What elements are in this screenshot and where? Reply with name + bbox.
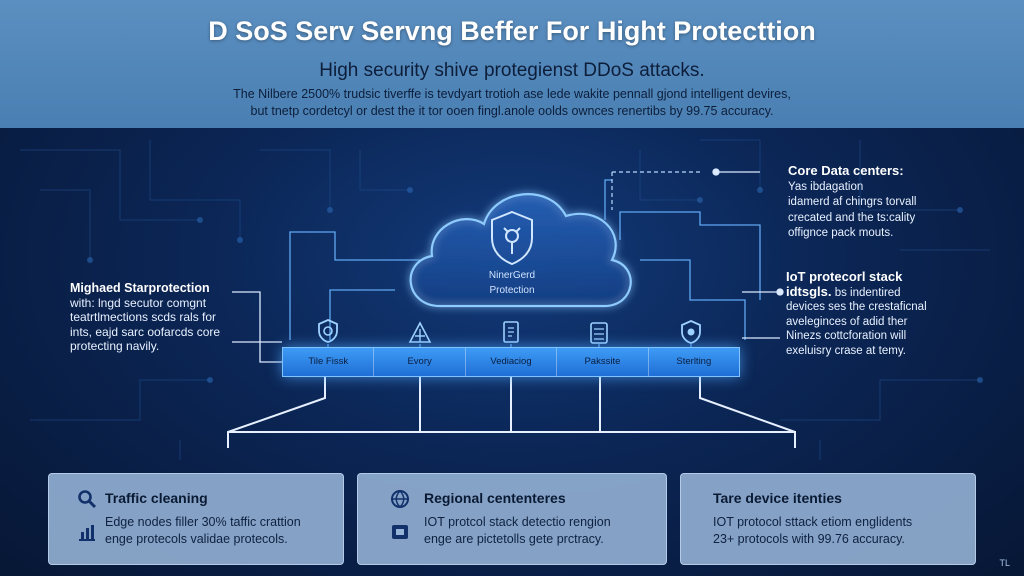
document-icon [503, 321, 519, 343]
cloud-label: NinerGerd Protection [447, 268, 577, 298]
right-bottom-callout-line: devices ses the crestaficnal [786, 301, 927, 313]
traffic-cleaning-card: Traffic cleaning Edge nodes filler 30% t… [48, 473, 344, 565]
page-description: The Nilbere 2500% trudsic tiverffe is te… [60, 86, 964, 120]
protection-layer-bar: Tile Fissk Evory Vediaciog Pakssite Ster… [282, 347, 740, 377]
left-callout-line: ints, eajd sarc oofarcds core [70, 324, 221, 339]
regional-centers-card: Regional cententeres IOT protcol stack d… [357, 473, 667, 565]
card-line: enge protecols validae protecols. [105, 532, 288, 546]
right-bottom-callout: IoT protecorl stack idtsgls. bs indentir… [786, 269, 996, 358]
right-bottom-callout-text: bs indentired [831, 286, 901, 299]
network-icon [408, 321, 432, 343]
cloud-label-line: Protection [489, 285, 535, 296]
left-callout-line: teatrtlmections scds rals for [70, 310, 217, 324]
page-subtitle: High security shive protegienst DDoS att… [319, 60, 705, 81]
bar-segment: Tile Fissk [283, 348, 375, 376]
right-bottom-callout-title: IoT protecorl stack [786, 269, 903, 284]
header-banner: D SoS Serv Servng Beffer For Hight Prote… [0, 0, 1024, 128]
card-line: 23+ protocols with 99.76 accuracy. [713, 532, 905, 546]
device-identities-card: Tare device itenties IOT protocol sttack… [680, 473, 976, 565]
right-top-callout-line: Yas ibdagation [788, 180, 864, 193]
right-top-callout-line: idamerd af chingrs torvall [788, 196, 917, 208]
bar-segment: Evory [374, 348, 466, 376]
cloud-label-line: NinerGerd [488, 270, 536, 281]
chip-icon [392, 525, 408, 539]
distribution-tree [227, 377, 796, 448]
protection-cloud [409, 193, 632, 308]
card-line: Edge nodes filler 30% taffic crattion [105, 515, 301, 529]
right-top-callout-line: crecated and the ts:cality [788, 211, 916, 224]
right-top-callout-line: offignce pack mouts. [788, 227, 894, 239]
chart-icon [79, 525, 95, 541]
card-line: IOT protocol sttack etiom englidents [713, 515, 913, 529]
bar-segment: Vediaciog [466, 348, 558, 376]
server-icon [590, 322, 608, 344]
left-callout: Mighaed Starprotection with: lngd secuto… [70, 281, 260, 354]
leader-lines [232, 168, 784, 363]
cloud-shield-icon [491, 210, 533, 266]
cloud-connectors [289, 179, 761, 340]
description-line: The Nilbere 2500% trudsic tiverffe is te… [233, 87, 791, 101]
bar-segment: Pakssite [557, 348, 649, 376]
card-title: Tare device itenties [713, 490, 842, 506]
shield-icon [318, 319, 338, 343]
right-top-callout-title: Core Data centers: [788, 163, 904, 178]
left-callout-line: protecting navily. [70, 339, 160, 353]
left-callout-title: Mighaed Starprotection [70, 281, 210, 295]
page-title: D SoS Serv Servng Beffer For Hight Prote… [208, 16, 816, 46]
globe-icon [391, 490, 409, 509]
bar-stems [327, 344, 692, 347]
right-bottom-callout-line: idtsgls. bs indentired [786, 283, 996, 301]
lock-icon [681, 320, 701, 344]
corner-mark: TL [999, 558, 1010, 568]
right-bottom-callout-line: aveleginces of adid ther [786, 315, 908, 328]
description-line: but tnetp cordetcyl or dest the it tor o… [250, 104, 774, 118]
card-line: enge are pictetolls gete prctracy. [424, 532, 604, 546]
right-bottom-callout-title-cont: idtsgls. [786, 283, 832, 299]
right-bottom-callout-line: exeluisry crase at temy. [786, 344, 906, 357]
left-callout-line: with: lngd secutor comgnt [70, 295, 207, 310]
card-line: IOT protcol stack detectio rengion [424, 515, 611, 529]
bar-segment: Sterlting [676, 356, 712, 367]
right-bottom-callout-line: Ninezs cottcforation will [786, 330, 907, 342]
card-title: Regional cententeres [424, 490, 566, 506]
card-title: Traffic cleaning [105, 490, 208, 506]
right-top-callout: Core Data centers: Yas ibdagation idamer… [788, 163, 988, 242]
search-icon [78, 490, 97, 509]
